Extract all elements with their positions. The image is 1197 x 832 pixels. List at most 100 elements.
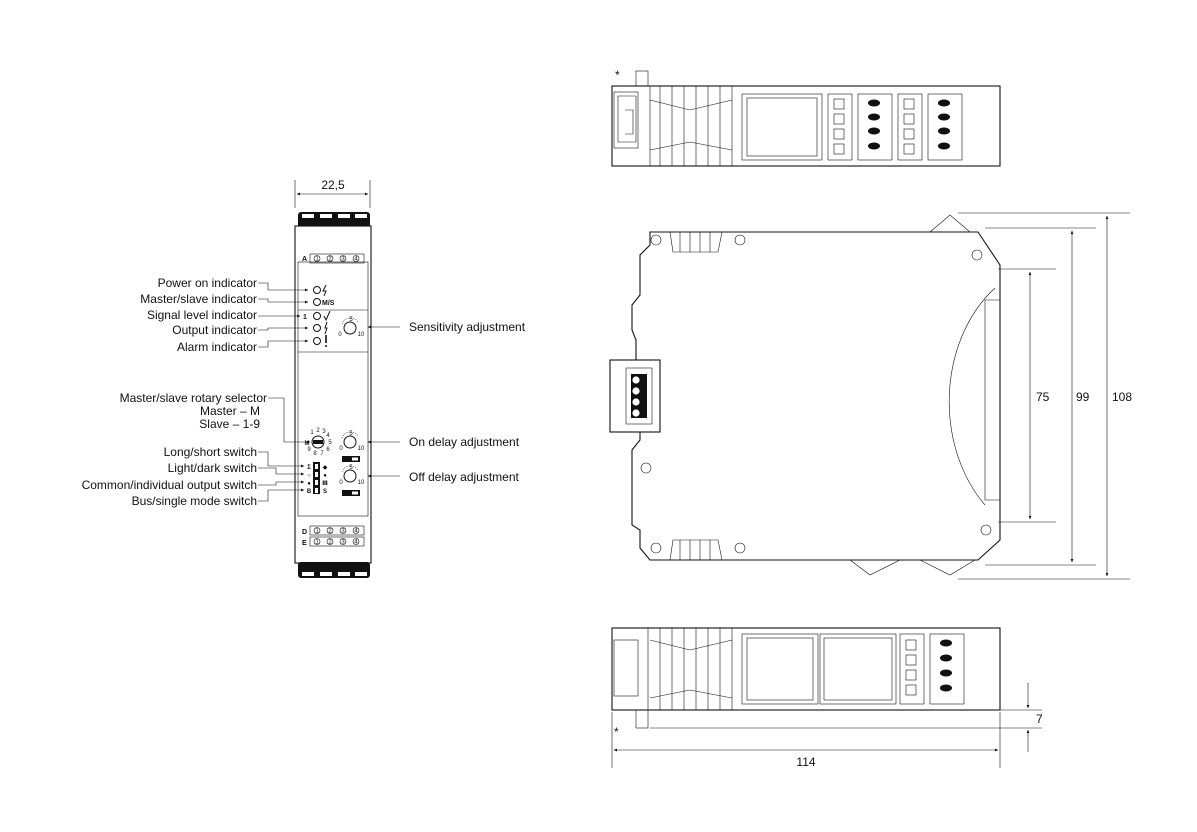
- callout-rotary-master: Master – M: [200, 404, 260, 418]
- exclamation-icon: [325, 345, 327, 347]
- left-callouts: Power on indicator Master/slave indicato…: [82, 276, 311, 508]
- master-slave-mark: M/S: [322, 300, 335, 307]
- svg-text:○: ○: [307, 473, 311, 479]
- svg-text:S: S: [323, 489, 327, 495]
- right-callouts: Sensitivity adjustment On delay adjustme…: [367, 320, 526, 484]
- width-dim-label: 22,5: [321, 178, 345, 192]
- svg-text:2: 2: [328, 540, 332, 546]
- off-delay-potentiometer: 0 5 10: [339, 465, 365, 496]
- bottom-view: * 7 114: [611, 627, 1043, 769]
- svg-text:1: 1: [315, 257, 319, 263]
- top-terminal-block-2: [897, 93, 963, 161]
- top-view: *: [611, 68, 1001, 167]
- svg-text:●: ●: [323, 473, 327, 479]
- callout-master-slave: Master/slave indicator: [140, 292, 257, 306]
- callout-on-delay: On delay adjustment: [409, 435, 520, 449]
- svg-text:2: 2: [328, 257, 332, 263]
- svg-text:10: 10: [358, 332, 365, 338]
- svg-text:Ⅲ: Ⅲ: [322, 481, 328, 487]
- svg-text:6: 6: [326, 447, 330, 453]
- terminal-row-a: A 1 2 3 4: [302, 253, 365, 264]
- svg-text:7: 7: [320, 451, 324, 457]
- sensitivity-potentiometer: 0 5 10: [338, 317, 365, 338]
- svg-text:◆: ◆: [323, 465, 328, 471]
- svg-text:4: 4: [354, 529, 358, 535]
- rotary-master-mark: M: [305, 441, 310, 447]
- svg-text:5: 5: [349, 431, 353, 437]
- svg-text:E: E: [302, 540, 307, 547]
- callout-rotary-slave: Slave – 1-9: [199, 417, 260, 431]
- svg-text:5: 5: [349, 465, 353, 471]
- svg-text:5: 5: [328, 440, 332, 446]
- svg-text:3: 3: [341, 540, 345, 546]
- svg-text:4: 4: [354, 540, 358, 546]
- top-asterisk: *: [615, 68, 620, 82]
- svg-text:2: 2: [316, 428, 320, 434]
- side-view: * 75 99 108: [609, 212, 1132, 580]
- bottom-ribs: [647, 628, 733, 710]
- side-ribs-bottom: [669, 539, 723, 561]
- svg-text:3: 3: [322, 429, 326, 435]
- bottom-asterisk: *: [614, 725, 619, 739]
- svg-text:1: 1: [310, 430, 314, 436]
- bottom-plugs: [298, 562, 370, 578]
- svg-text:2: 2: [328, 529, 332, 535]
- width-dimension: 22,5: [294, 178, 371, 208]
- svg-text:1: 1: [315, 540, 319, 546]
- svg-text:4: 4: [326, 433, 330, 439]
- rotary-selector: M 1 2 3 4 5 6 7 8 9: [305, 428, 333, 457]
- dim-7: 7: [1036, 712, 1043, 726]
- output-icon: [324, 321, 328, 335]
- on-delay-potentiometer: 0 5 10: [339, 431, 365, 462]
- top-ribs: [649, 86, 733, 166]
- dim-75: 75: [1036, 390, 1050, 404]
- callout-power-on: Power on indicator: [158, 276, 257, 290]
- svg-text:D: D: [302, 529, 307, 536]
- callout-light-dark: Light/dark switch: [168, 461, 257, 475]
- master-slave-indicator-led: M/S: [313, 298, 335, 307]
- svg-text:B: B: [307, 489, 312, 495]
- front-housing: [294, 225, 372, 564]
- front-view: 22,5 A 1 2 3 4 M/: [294, 178, 372, 578]
- side-bus-connector: [609, 359, 661, 433]
- terminal-row-e: E 1 2 3 4: [302, 536, 365, 547]
- callout-long-short: Long/short switch: [164, 445, 257, 459]
- svg-text:3: 3: [341, 257, 345, 263]
- callout-alarm: Alarm indicator: [177, 340, 257, 354]
- dip-switch-block: Σ ○ ● B ◆ ● Ⅲ S: [307, 462, 328, 495]
- dim-114: 114: [796, 755, 815, 769]
- output-indicator-led: [313, 321, 328, 335]
- alarm-indicator-led: [313, 335, 327, 347]
- callout-common-individual: Common/individual output switch: [82, 478, 257, 492]
- svg-text:0: 0: [338, 332, 342, 338]
- svg-text:10: 10: [358, 446, 365, 452]
- callout-signal-level: Signal level indicator: [147, 308, 257, 322]
- dim-108: 108: [1112, 390, 1132, 404]
- checkmark-icon: [323, 310, 331, 322]
- lightning-icon: [322, 284, 327, 297]
- svg-text:10: 10: [358, 480, 365, 486]
- front-panel: [297, 261, 369, 517]
- channel-number: 1: [303, 314, 307, 321]
- callout-bus-single: Bus/single mode switch: [132, 494, 257, 508]
- svg-text:1: 1: [315, 529, 319, 535]
- svg-text:8: 8: [313, 451, 317, 457]
- top-terminal-block-1: [827, 93, 893, 161]
- svg-text:4: 4: [354, 257, 358, 263]
- height-dimensions: 75 99 108: [958, 212, 1132, 580]
- power-indicator-led: [313, 284, 327, 297]
- callout-rotary: Master/slave rotary selector: [120, 391, 267, 405]
- svg-text:Σ: Σ: [307, 465, 311, 471]
- top-plugs: [298, 212, 370, 228]
- svg-text:3: 3: [341, 529, 345, 535]
- dim-99: 99: [1076, 390, 1090, 404]
- terminal-row-d: D 1 2 3 4: [302, 525, 365, 536]
- callout-output: Output indicator: [172, 323, 257, 337]
- svg-text:9: 9: [307, 447, 311, 453]
- bottom-terminal-block: [899, 633, 965, 705]
- callout-sensitivity: Sensitivity adjustment: [409, 320, 526, 334]
- svg-text:●: ●: [307, 481, 311, 487]
- terminal-row-label: A: [302, 256, 307, 263]
- callout-off-delay: Off delay adjustment: [409, 470, 520, 484]
